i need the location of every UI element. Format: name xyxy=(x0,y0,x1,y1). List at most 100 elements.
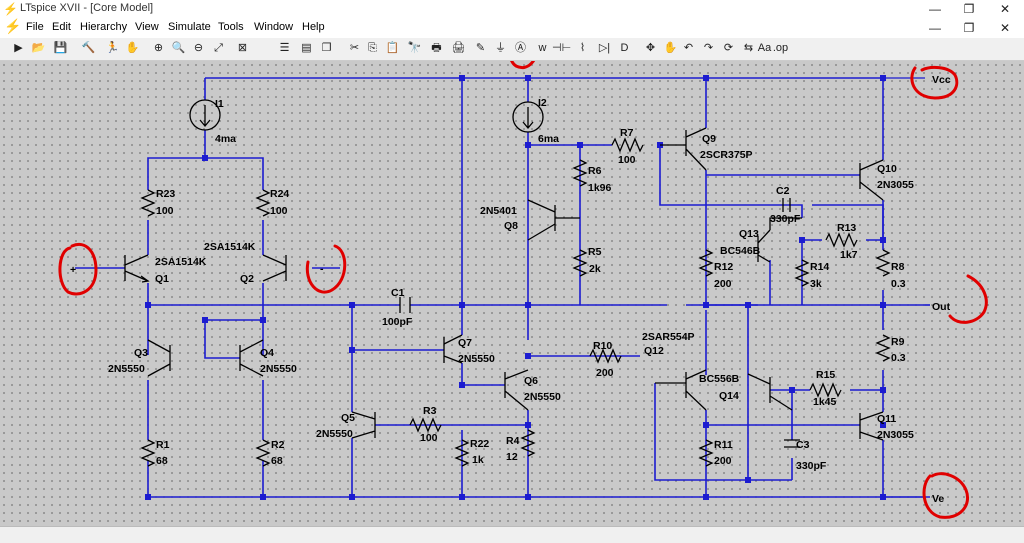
menu-hierarchy[interactable]: Hierarchy xyxy=(80,21,128,33)
value-r11: 200 xyxy=(714,455,732,467)
window-title: LTspice XVII - [Core Model] xyxy=(20,2,154,14)
transistor-q8 xyxy=(527,199,580,241)
transistor-q3 xyxy=(147,339,171,377)
menu-file[interactable]: File xyxy=(26,21,44,33)
menu-edit[interactable]: Edit xyxy=(52,21,71,33)
title-bar: ⚡ LTspice XVII - [Core Model] — ❐ ✕ xyxy=(0,0,1024,18)
model-q14: BC556B xyxy=(699,373,740,385)
value-r24: 100 xyxy=(270,205,288,217)
zoom-in-icon[interactable]: ⊕ xyxy=(153,42,164,54)
wire-icon[interactable]: ✎ xyxy=(475,42,486,54)
menu-tools[interactable]: Tools xyxy=(218,21,244,33)
print-setup-icon[interactable]: 🖨 xyxy=(451,42,466,54)
spice-directive-icon[interactable]: .op xyxy=(772,42,789,54)
model-q9: 2SCR375P xyxy=(700,149,753,161)
copy-icon[interactable]: ⎘ xyxy=(368,42,377,54)
paste-icon[interactable]: 📋 xyxy=(385,42,400,54)
annotation-circle-label-tool xyxy=(506,20,540,69)
value-r22: 1k xyxy=(472,454,484,466)
capacitor-c1 xyxy=(399,297,411,313)
current-source-i1 xyxy=(189,99,221,131)
document-icon[interactable]: ⚡ xyxy=(4,18,22,34)
label-r7: R7 xyxy=(620,127,634,139)
zoom-area-icon[interactable]: 🔍 xyxy=(171,42,186,54)
component-symbols xyxy=(124,99,891,467)
transistor-q11 xyxy=(859,411,884,441)
label-c3: C3 xyxy=(796,439,810,451)
menu-help[interactable]: Help xyxy=(302,21,325,33)
label-c1: C1 xyxy=(391,287,405,299)
capacitor-icon[interactable]: ⊣⊢ xyxy=(552,42,572,54)
resistor-r5 xyxy=(572,249,588,277)
value-r7: 100 xyxy=(618,154,636,166)
save-icon[interactable]: 💾 xyxy=(53,42,68,54)
close-icon[interactable]: ✕ xyxy=(999,2,1011,16)
doc-minimize-icon[interactable]: — xyxy=(929,21,941,35)
label-r1: R1 xyxy=(156,439,170,451)
mirror-icon[interactable]: ⇆ xyxy=(743,42,754,54)
rotate-icon[interactable]: ⟳ xyxy=(723,42,734,54)
value-r1: 68 xyxy=(156,455,168,467)
redo-icon[interactable]: ↷ xyxy=(703,42,714,54)
zoom-out-icon[interactable]: ⊖ xyxy=(193,42,204,54)
move-icon[interactable]: ✥ xyxy=(645,42,656,54)
open-icon[interactable]: 📂 xyxy=(31,42,46,54)
doc-close-icon[interactable]: ✕ xyxy=(999,21,1011,35)
pan-icon[interactable]: ✋ xyxy=(125,42,140,54)
run-icon[interactable]: ▶ xyxy=(14,42,23,54)
resistor-icon[interactable]: ᴡ xyxy=(538,42,547,54)
label-q2: Q2 xyxy=(240,273,254,285)
menu-view[interactable]: View xyxy=(135,21,159,33)
transistor-q10 xyxy=(859,159,884,201)
value-r3: 100 xyxy=(420,432,438,444)
net-label-ve: Ve xyxy=(932,493,944,505)
resistor-r6 xyxy=(572,159,588,187)
schematic-canvas[interactable]: I1 4ma I2 6ma R23 100 R24 100 2SA1514K Q… xyxy=(0,20,1024,526)
label-q14: Q14 xyxy=(719,390,739,402)
cut-icon[interactable]: ✂ xyxy=(349,42,360,54)
resistor-r1 xyxy=(140,439,156,467)
zoom-fit-icon[interactable]: ⤢ xyxy=(214,42,223,54)
component-labels: I1 4ma I2 6ma R23 100 R24 100 2SA1514K Q… xyxy=(70,74,951,505)
print-icon[interactable]: 🖶 xyxy=(431,42,442,54)
capacitor-c3 xyxy=(784,439,800,448)
find-icon[interactable]: 🔭 xyxy=(407,42,422,54)
undo-icon[interactable]: ↶ xyxy=(683,42,694,54)
tile-vertical-icon[interactable]: ▤ xyxy=(301,42,312,54)
resistor-r4 xyxy=(520,429,536,457)
halt-icon[interactable]: 🏃 xyxy=(105,42,120,54)
value-r4: 12 xyxy=(506,451,518,463)
text-icon[interactable]: Aa xyxy=(757,42,772,54)
label-q12: Q12 xyxy=(644,345,664,357)
ground-icon[interactable]: ⏚ xyxy=(495,42,506,54)
value-r5: 2k xyxy=(589,263,601,275)
resistor-r11 xyxy=(698,439,714,467)
resistor-r2 xyxy=(255,439,271,467)
transistor-q5 xyxy=(351,411,376,439)
inductor-icon[interactable]: ⌇ xyxy=(579,42,586,54)
diode-icon[interactable]: ▷| xyxy=(598,42,611,54)
model-q5: 2N5550 xyxy=(316,428,353,440)
label-r13: R13 xyxy=(837,222,856,234)
value-r10: 200 xyxy=(596,367,614,379)
control-panel-icon[interactable]: 🔨 xyxy=(81,42,96,54)
restore-icon[interactable]: ❐ xyxy=(963,2,975,16)
autorange-icon[interactable]: ⊠ xyxy=(237,42,248,54)
annotation-circle-out xyxy=(948,274,988,324)
menu-simulate[interactable]: Simulate xyxy=(168,21,211,33)
value-c3: 330pF xyxy=(796,460,827,472)
tile-horizontal-icon[interactable]: ☰ xyxy=(279,42,290,54)
cascade-icon[interactable]: ❐ xyxy=(321,42,332,54)
component-icon[interactable]: D xyxy=(620,42,629,54)
minimize-icon[interactable]: — xyxy=(929,2,941,16)
label-r14: R14 xyxy=(810,261,829,273)
label-r8: R8 xyxy=(891,261,905,273)
label-r11: R11 xyxy=(714,439,733,451)
drag-icon[interactable]: ✋ xyxy=(663,42,678,54)
label-icon[interactable]: Ⓐ xyxy=(515,42,526,54)
label-r9: R9 xyxy=(891,336,905,348)
transistor-q14 xyxy=(747,373,793,411)
menu-window[interactable]: Window xyxy=(254,21,294,33)
doc-restore-icon[interactable]: ❐ xyxy=(963,21,975,35)
model-q10: 2N3055 xyxy=(877,179,914,191)
